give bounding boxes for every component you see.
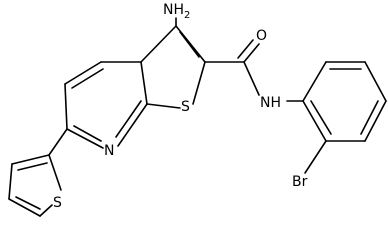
amide-nitrogen-label: NH bbox=[260, 95, 281, 111]
bond bbox=[71, 68, 104, 89]
bond bbox=[15, 196, 41, 210]
bond bbox=[364, 61, 387, 102]
bond bbox=[243, 61, 260, 96]
carbonyl-oxygen-label: O bbox=[256, 28, 267, 44]
bond bbox=[64, 83, 68, 130]
amine-symbol: NH bbox=[163, 2, 184, 18]
bromine-label: Br bbox=[292, 174, 308, 190]
molecule-structure: NH2 O NH S N S Br bbox=[8, 2, 387, 217]
bond bbox=[48, 154, 62, 191]
bond bbox=[310, 100, 332, 135]
bond bbox=[304, 140, 327, 174]
bond bbox=[11, 154, 50, 165]
bond bbox=[360, 100, 379, 135]
bond bbox=[115, 100, 142, 138]
bond bbox=[146, 103, 181, 109]
bond bbox=[140, 25, 177, 63]
structure-canvas: NH2 O NH S N S Br bbox=[8, 2, 387, 217]
bond-group bbox=[8, 17, 387, 217]
atom-labels: NH2 O NH S N S Br bbox=[53, 2, 308, 211]
bond bbox=[179, 31, 200, 58]
bond bbox=[8, 198, 41, 217]
ring-sulfur-label: S bbox=[181, 99, 190, 115]
bond bbox=[243, 43, 260, 63]
bond bbox=[302, 61, 327, 102]
bond bbox=[64, 61, 102, 85]
bond bbox=[140, 61, 148, 105]
amine-subscript: 2 bbox=[184, 10, 190, 21]
bond bbox=[364, 100, 387, 142]
bond bbox=[39, 204, 53, 217]
amine-label: NH2 bbox=[163, 2, 190, 21]
bond bbox=[73, 125, 102, 142]
bond bbox=[48, 128, 68, 156]
bond bbox=[192, 61, 206, 105]
bond bbox=[117, 103, 148, 147]
bond bbox=[66, 128, 104, 149]
bond bbox=[17, 162, 48, 171]
bond bbox=[237, 39, 254, 59]
thiophene-sulfur-label: S bbox=[53, 195, 62, 211]
bond bbox=[8, 163, 13, 200]
pyridine-nitrogen-label: N bbox=[104, 143, 114, 159]
bond bbox=[302, 100, 327, 142]
